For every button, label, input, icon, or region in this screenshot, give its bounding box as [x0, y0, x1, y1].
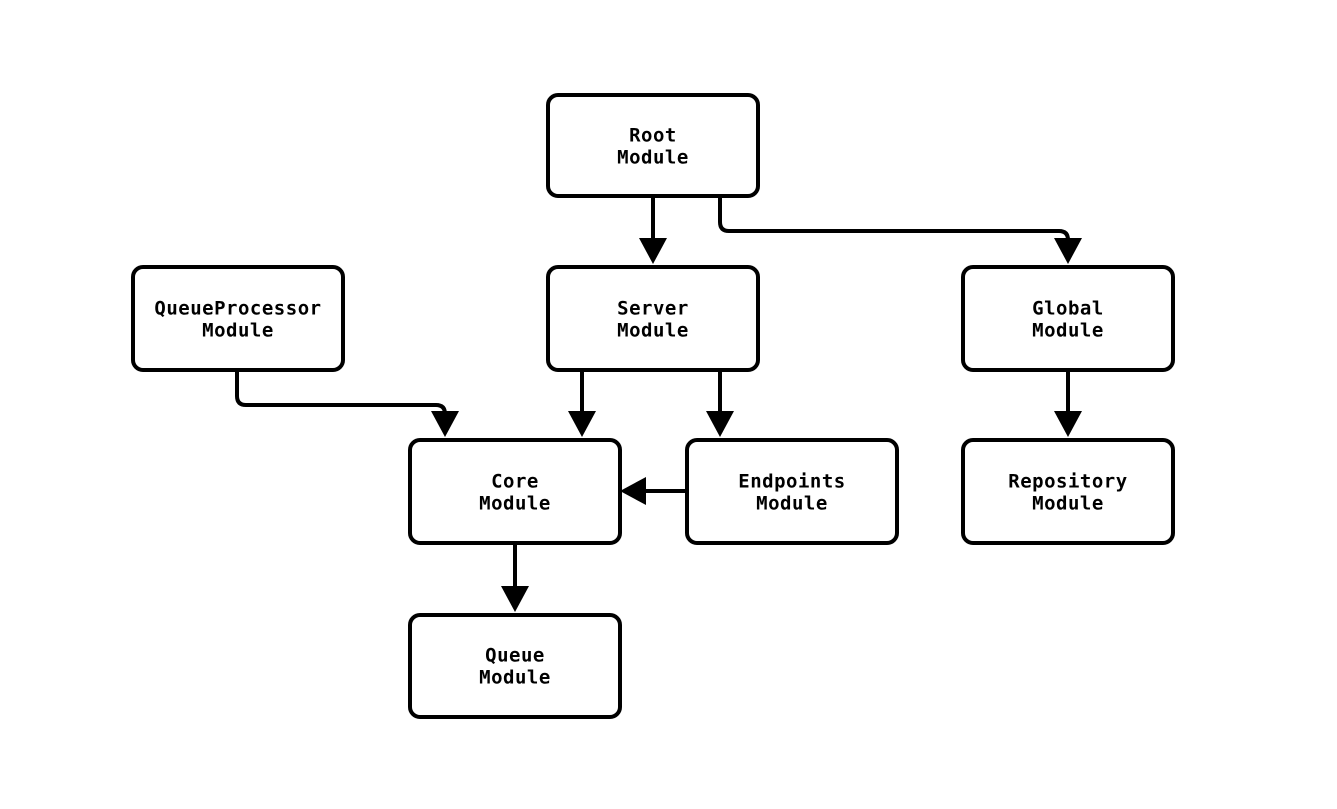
node-endpoints-module[interactable]: Endpoints Module [685, 438, 899, 545]
arrowhead-icon [501, 586, 529, 612]
node-repository-module-label-line2: Module [1032, 493, 1104, 515]
node-global-module-label-line1: Global [1032, 298, 1104, 320]
node-queueprocessor-module[interactable]: QueueProcessor Module [131, 265, 345, 372]
arrowhead-icon [1054, 411, 1082, 437]
node-queueprocessor-module-box[interactable] [131, 265, 345, 372]
arrowhead-icon [706, 411, 734, 437]
edge-layer [235, 196, 1082, 612]
node-repository-module-label-line1: Repository [1008, 471, 1127, 493]
edge-endpoints-to-core [620, 477, 687, 505]
node-queue-module-label-line2: Module [479, 667, 551, 689]
edge-server-to-endpoints [706, 370, 734, 437]
node-core-module[interactable]: Core Module [408, 438, 622, 545]
edge-server-to-core [568, 370, 596, 437]
node-global-module-box[interactable] [961, 265, 1175, 372]
node-server-module-label-line2: Module [617, 320, 689, 342]
node-root-module-label-line2: Module [617, 147, 689, 169]
node-server-module-label-line1: Server [617, 298, 689, 320]
edge-global-to-repository [1054, 370, 1082, 437]
node-endpoints-module-label-line1: Endpoints [738, 471, 845, 493]
edge-queueprocessor-to-core [235, 370, 459, 437]
edge-root-to-server [639, 196, 667, 264]
arrowhead-icon [1054, 238, 1082, 264]
node-server-module-box[interactable] [546, 265, 760, 372]
node-endpoints-module-box[interactable] [685, 438, 899, 545]
node-root-module-box[interactable] [546, 93, 760, 198]
node-repository-module[interactable]: Repository Module [961, 438, 1175, 545]
node-queueprocessor-module-label-line2: Module [202, 320, 274, 342]
node-queue-module-label-line1: Queue [485, 645, 545, 667]
node-core-module-label-line2: Module [479, 493, 551, 515]
node-server-module[interactable]: Server Module [546, 265, 760, 372]
node-queue-module[interactable]: Queue Module [408, 613, 622, 719]
arrowhead-icon [620, 477, 646, 505]
node-repository-module-box[interactable] [961, 438, 1175, 545]
arrowhead-icon [568, 411, 596, 437]
node-layer: Root Module QueueProcessor Module Server… [131, 93, 1175, 719]
edge-root-to-global [718, 196, 1082, 264]
node-global-module[interactable]: Global Module [961, 265, 1175, 372]
node-root-module-label-line1: Root [629, 125, 677, 147]
node-queueprocessor-module-label-line1: QueueProcessor [154, 298, 321, 320]
node-queue-module-box[interactable] [408, 613, 622, 719]
node-root-module[interactable]: Root Module [546, 93, 760, 198]
node-endpoints-module-label-line2: Module [756, 493, 828, 515]
node-global-module-label-line2: Module [1032, 320, 1104, 342]
edge-core-to-queue [501, 543, 529, 612]
node-core-module-label-line1: Core [491, 471, 539, 493]
arrowhead-icon [639, 238, 667, 264]
node-core-module-box[interactable] [408, 438, 622, 545]
arrowhead-icon [431, 411, 459, 437]
